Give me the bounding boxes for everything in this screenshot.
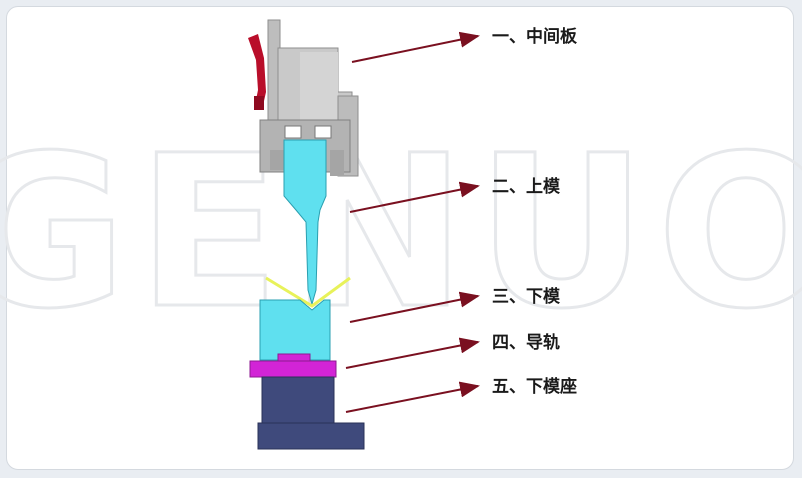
upper-die-shape: [283, 139, 327, 306]
label-guide-rail: 四、导轨: [492, 332, 560, 353]
arrow-guide-rail: [345, 337, 480, 369]
label-intermediate-plate: 一、中间板: [492, 26, 578, 47]
watermark-text: GENUO: [0, 110, 802, 355]
lower-die-base-shape: [257, 376, 365, 450]
label-upper-die: 二、上模: [492, 176, 561, 197]
clamp-handle: [248, 34, 266, 110]
arrow-intermediate-plate: [351, 31, 480, 63]
label-lower-die-base: 五、下模座: [492, 376, 577, 397]
arrow-upper-die: [349, 181, 480, 213]
arrow-lower-die-base: [345, 381, 480, 413]
label-lower-die: 三、下模: [492, 286, 561, 307]
diagram-card: [6, 6, 794, 470]
arrow-lower-die: [349, 291, 480, 323]
bent-sheet: [265, 276, 351, 308]
lower-die-shape: [259, 299, 331, 361]
